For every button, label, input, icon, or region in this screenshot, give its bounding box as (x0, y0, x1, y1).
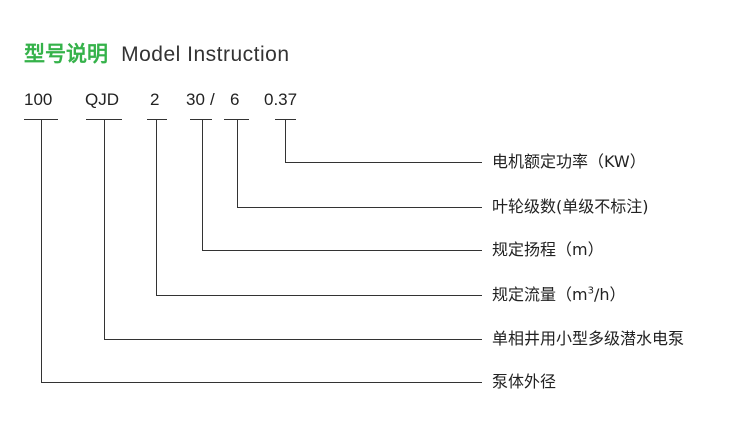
leader-power (285, 119, 482, 163)
leader-outer-diameter (41, 119, 482, 383)
title-english: Model Instruction (121, 43, 290, 66)
leader-flow (156, 119, 482, 296)
code-slash: / (210, 90, 215, 109)
desc-flow: 规定流量（m3/h） (492, 285, 626, 305)
desc-power: 电机额定功率（KW） (492, 152, 646, 171)
leader-stages (237, 119, 482, 208)
code-power: 0.37 (264, 90, 298, 109)
code-stages: 6 (230, 90, 240, 109)
title-chinese: 型号说明 (24, 42, 108, 66)
desc-flow-suffix: /h） (593, 285, 626, 304)
title: 型号说明 Model Instruction (24, 38, 290, 68)
desc-outer-diameter: 泵体外径 (492, 372, 557, 391)
desc-flow-prefix: 规定流量（m (492, 285, 588, 304)
desc-stages: 叶轮级数(单级不标注) (492, 197, 649, 216)
leader-type (104, 119, 482, 340)
code-type: QJD (85, 90, 119, 109)
code-outer-diameter: 100 (24, 90, 53, 109)
desc-type: 单相井用小型多级潜水电泵 (492, 329, 685, 348)
desc-head: 规定扬程（m） (492, 240, 604, 259)
code-flow: 2 (150, 90, 160, 109)
leader-head (202, 119, 482, 251)
code-head: 30 (186, 90, 205, 109)
desc-flow-sup: 3 (587, 285, 594, 297)
